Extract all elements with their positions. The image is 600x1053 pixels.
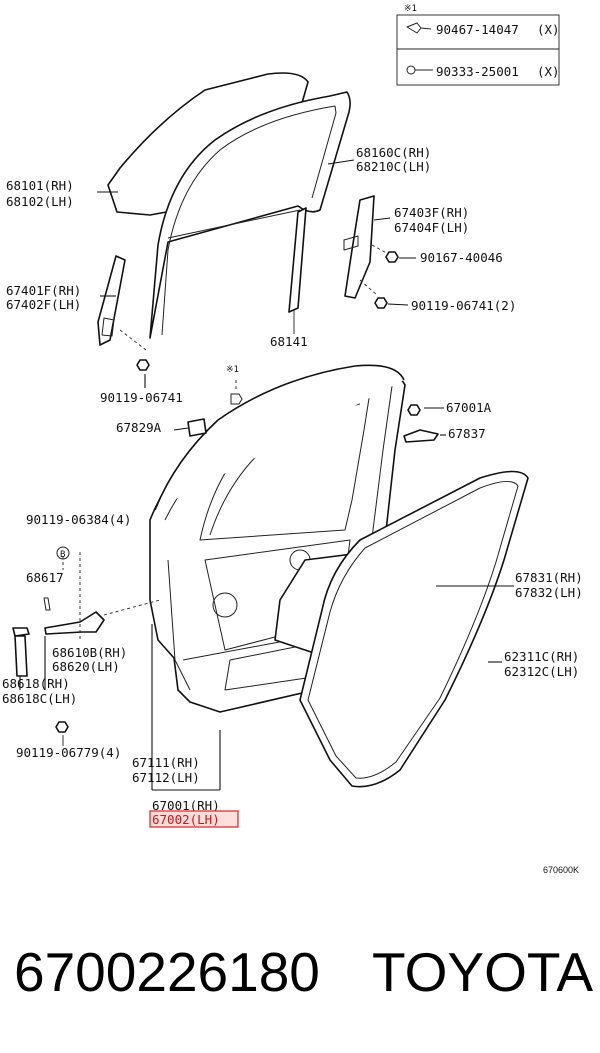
- part-number: 6700226180: [14, 941, 320, 1003]
- label-62311c: 62311C(RH): [504, 649, 579, 664]
- legend-box: ※1 90467-14047 (X) 90333-25001 (X): [396, 4, 560, 86]
- pin-icon: [406, 65, 433, 75]
- label-90119-06384: 90119-06384(4): [26, 512, 131, 527]
- label-68620: 68620(LH): [52, 659, 120, 674]
- label-68618c: 68618C(LH): [2, 691, 77, 706]
- label-67402f: 67402F(LH): [6, 297, 81, 312]
- bolt-icon: [136, 251, 421, 416]
- label-68160c: 68160C(RH): [356, 145, 431, 160]
- label-68102: 68102(LH): [6, 194, 74, 209]
- door-frame-seal: [154, 364, 405, 511]
- label-67111: 67111(RH): [132, 755, 200, 770]
- hinge-drawing: [12, 627, 30, 677]
- label-90119-06741: 90119-06741: [100, 390, 183, 405]
- legend-qty-2: (X): [537, 64, 560, 79]
- label-68210c: 68210C(LH): [356, 159, 431, 174]
- label-67001: 67001(RH): [152, 798, 220, 813]
- label-68618: 68618(RH): [2, 676, 70, 691]
- front-lower-channel: [97, 255, 147, 351]
- label-90167: 90167-40046: [420, 250, 503, 265]
- label-90119-2: 90119-06741(2): [411, 298, 516, 313]
- brand-name: TOYOTA: [372, 941, 594, 1003]
- legend-qty-1: (X): [537, 22, 560, 37]
- label-68610b: 68610B(RH): [52, 645, 127, 660]
- door-parts-diagram: ※1 90467-14047 (X) 90333-25001 (X): [2, 4, 583, 875]
- leader-lines: [19, 159, 514, 791]
- rear-run-channel: [288, 207, 307, 334]
- label-67403f: 67403F(RH): [394, 205, 469, 220]
- weatherstrip-drawing: [299, 470, 529, 788]
- label-67112: 67112(LH): [132, 770, 200, 785]
- inside-handle: [403, 429, 439, 443]
- door-check-drawing: [43, 552, 161, 640]
- label-67829a: 67829A: [116, 420, 162, 435]
- label-68101: 68101(RH): [6, 178, 74, 193]
- label-67831: 67831(RH): [515, 570, 583, 585]
- label-67404f: 67404F(LH): [394, 220, 469, 235]
- label-68617: 68617: [26, 570, 64, 585]
- bolt-marker-label: B: [60, 550, 65, 560]
- window-regulator: [343, 195, 393, 299]
- label-67001a: 67001A: [446, 400, 492, 415]
- highlight-box: [149, 810, 239, 828]
- glass-run-drawing: [149, 91, 351, 339]
- label-67837: 67837: [448, 426, 486, 441]
- legend-part-1: 90467-14047: [436, 22, 519, 37]
- bolt-marker: B: [56, 546, 70, 560]
- label-90119-06779: 90119-06779(4): [16, 745, 121, 760]
- legend-part-2: 90333-25001: [436, 64, 519, 79]
- trim-patch: [187, 418, 207, 437]
- label-67002-highlighted: 67002(LH): [152, 812, 220, 827]
- legend-note-mark: ※1: [404, 4, 417, 14]
- clip-icon: [406, 22, 432, 34]
- clip-icon: [230, 380, 243, 405]
- diagram-code: 670600K: [543, 865, 579, 875]
- note-mark: ※1: [226, 365, 239, 375]
- label-67401f: 67401F(RH): [6, 283, 81, 298]
- footer: 6700226180 TOYOTA: [0, 900, 600, 1053]
- part-labels: 68101(RH) 68102(LH) 68160C(RH) 68210C(LH…: [2, 145, 583, 875]
- label-67832: 67832(LH): [515, 585, 583, 600]
- label-62312c: 62312C(LH): [504, 664, 579, 679]
- bolt-icon: [55, 721, 69, 746]
- label-68141: 68141: [270, 334, 308, 349]
